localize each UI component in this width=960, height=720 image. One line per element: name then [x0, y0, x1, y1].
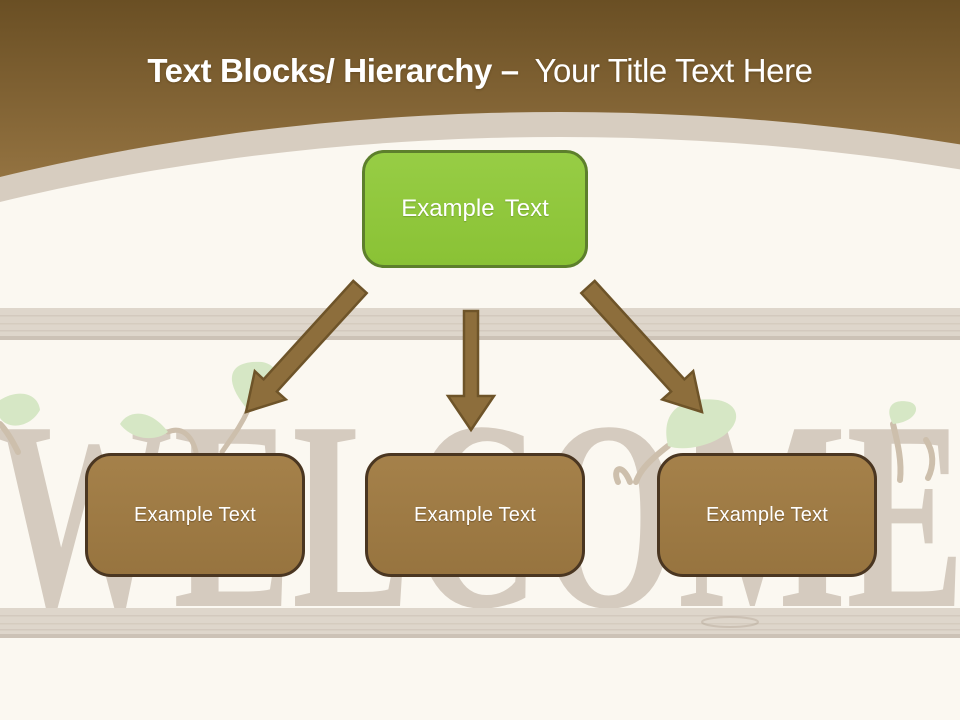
hierarchy-root-box[interactable]: Example Text: [362, 150, 588, 268]
leaf-decorations: [0, 361, 936, 485]
connector-arrow-right[interactable]: [579, 279, 704, 414]
hierarchy-root-label: Example Text: [401, 195, 549, 222]
hierarchy-child-box-2[interactable]: Example Text: [365, 453, 585, 577]
connector-arrow-middle[interactable]: [445, 309, 497, 433]
connector-arrow-left[interactable]: [244, 279, 369, 414]
top-plank: [0, 308, 960, 340]
slide-title-secondary: Your Title Text Here: [534, 52, 813, 89]
bottom-plank: [0, 608, 960, 638]
hierarchy-child-label: Example Text: [413, 503, 537, 526]
hierarchy-child-box-3[interactable]: Example Text: [657, 453, 877, 577]
slide-title[interactable]: Text Blocks/ Hierarchy – Your Title Text…: [0, 52, 960, 90]
hierarchy-child-label: Example Text: [133, 503, 257, 526]
slide-title-primary: Text Blocks/ Hierarchy –: [147, 52, 519, 89]
hierarchy-child-box-1[interactable]: Example Text: [85, 453, 305, 577]
hierarchy-child-label: Example Text: [705, 503, 829, 526]
